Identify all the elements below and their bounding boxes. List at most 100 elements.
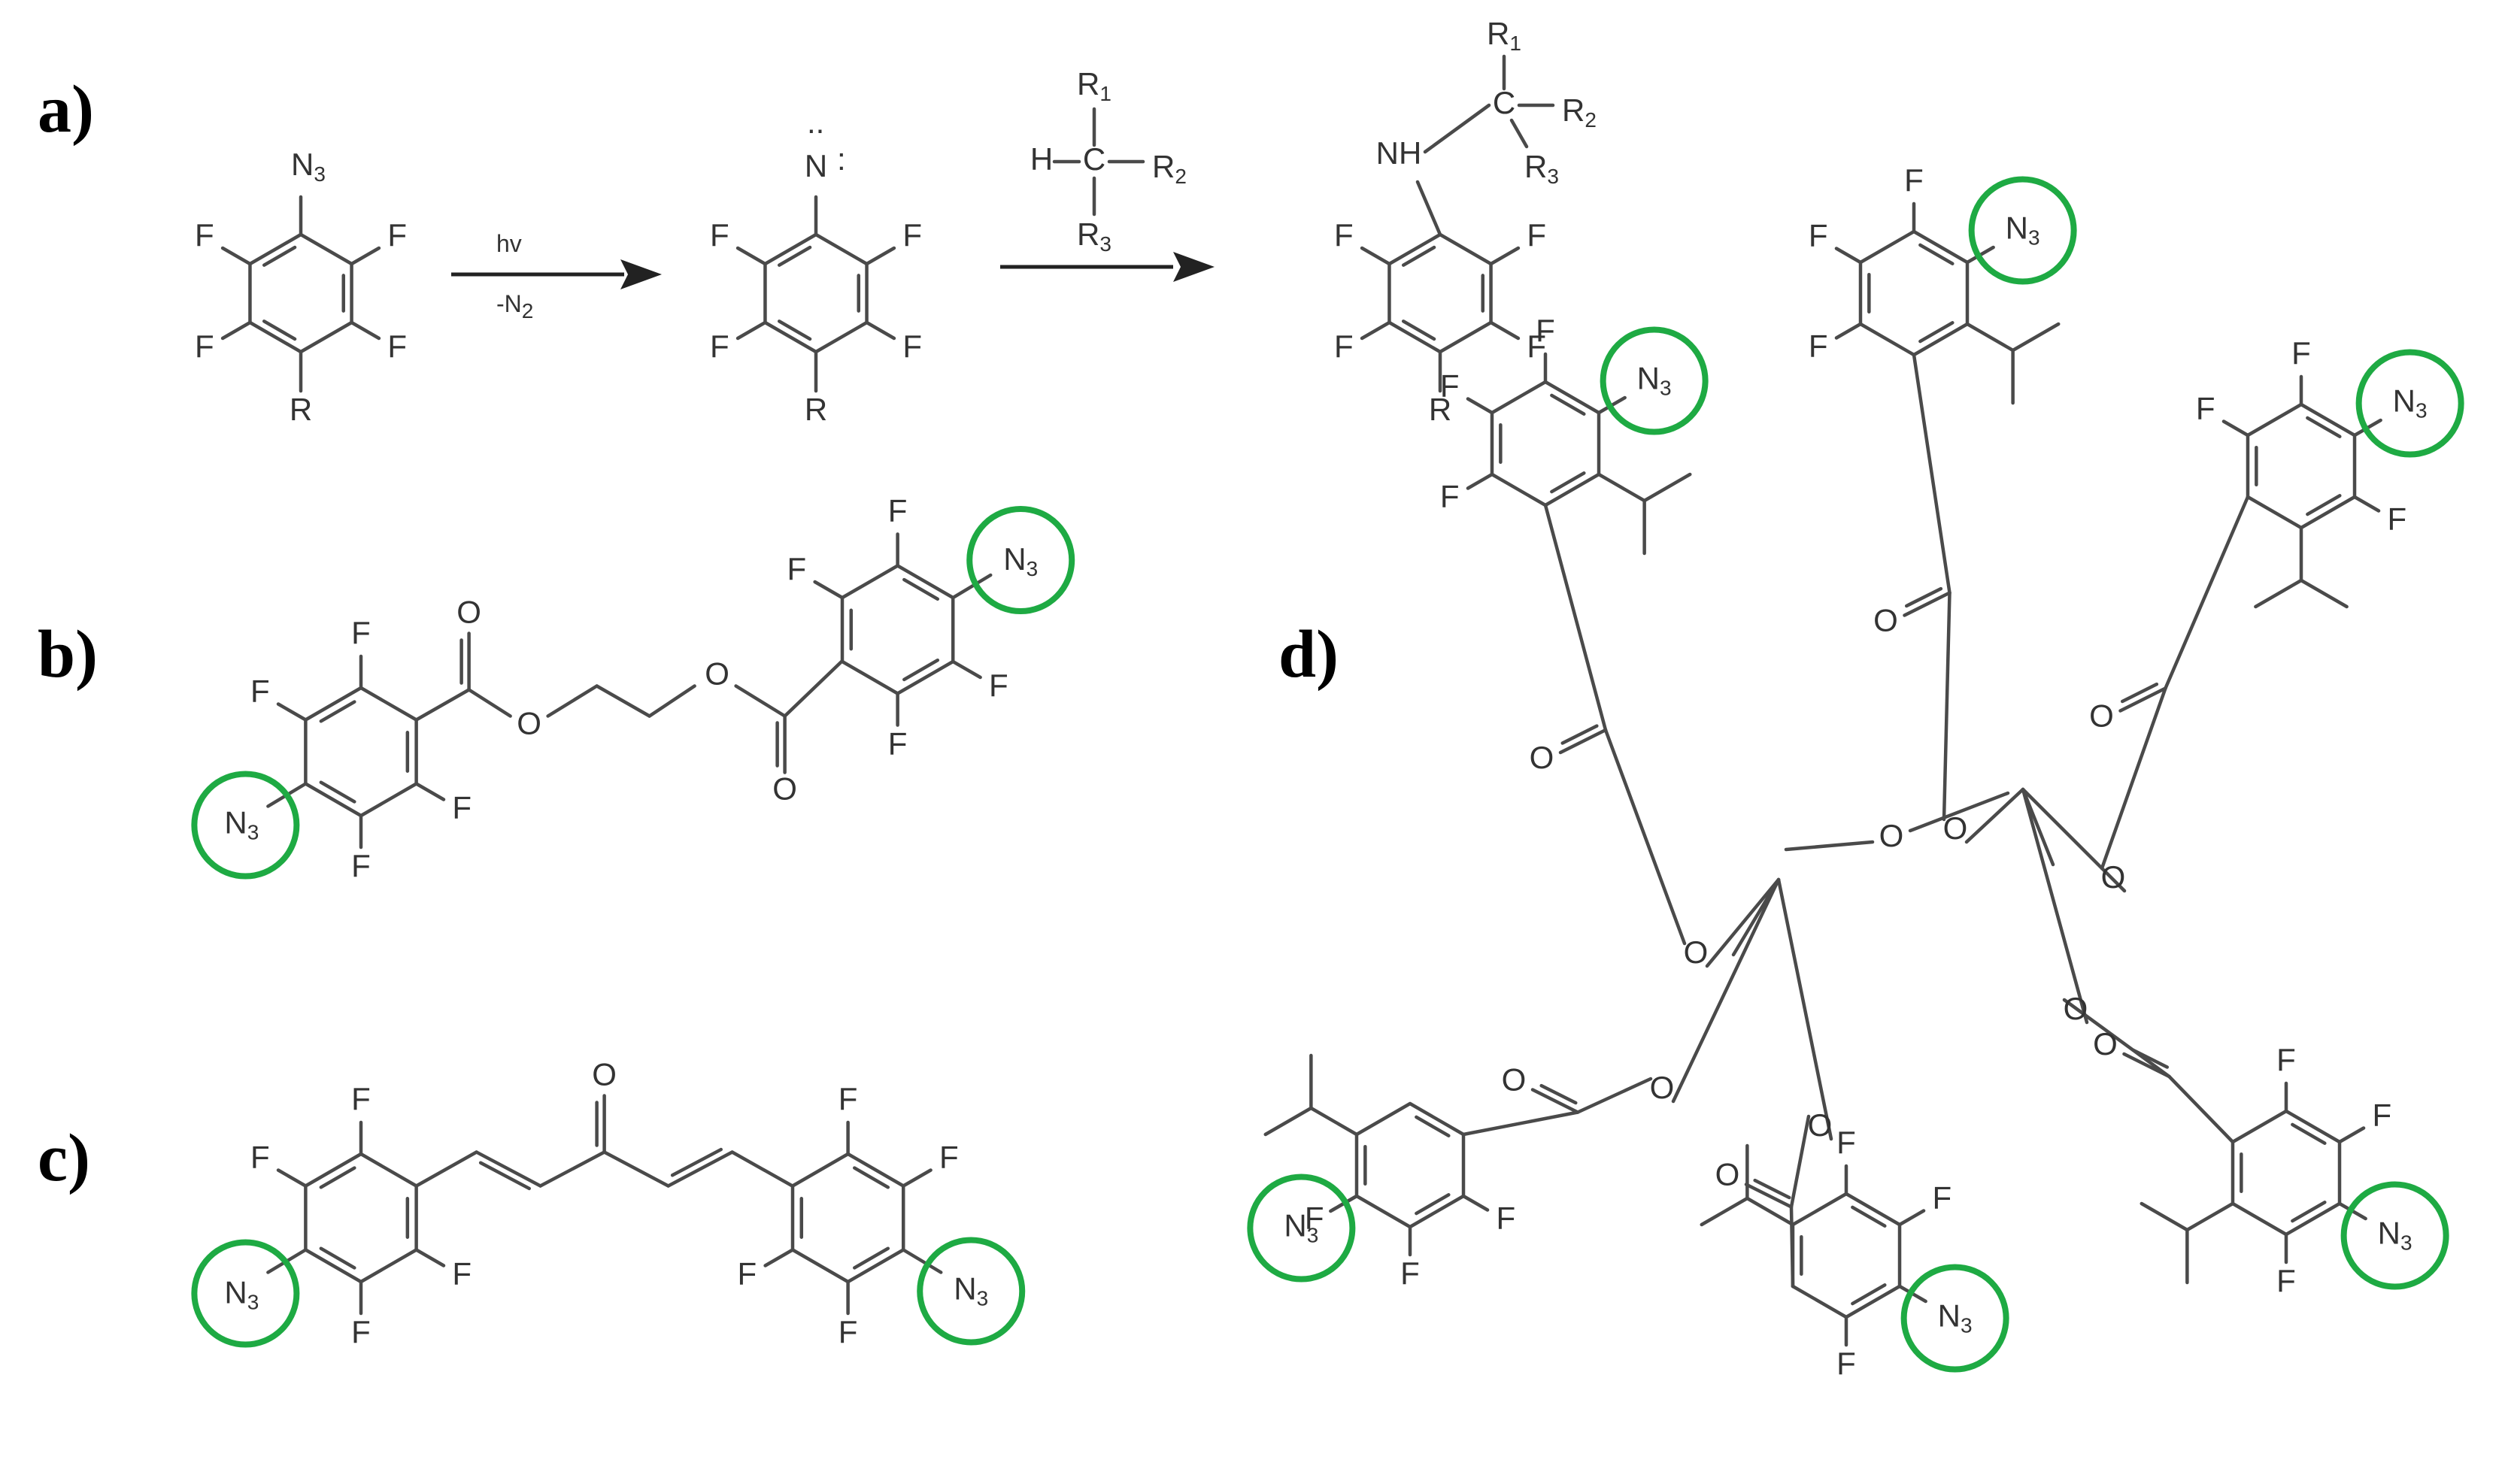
bond bbox=[2164, 495, 2250, 690]
bond bbox=[1965, 322, 2015, 353]
bond bbox=[951, 573, 993, 600]
bond bbox=[467, 688, 512, 718]
bond bbox=[1897, 1209, 1926, 1227]
bond bbox=[1558, 728, 1608, 755]
d-arm-2-ester-o: O bbox=[1943, 810, 1968, 846]
nitrene-f: F bbox=[710, 329, 729, 364]
bond bbox=[840, 659, 899, 695]
bond bbox=[730, 1150, 794, 1188]
bond bbox=[777, 245, 812, 267]
bond bbox=[350, 320, 381, 341]
d-arm-3-ester-o: O bbox=[2101, 859, 2126, 895]
nitrene-f: F bbox=[902, 217, 922, 253]
bond bbox=[1423, 103, 1491, 154]
d-arm-4-f: F bbox=[2276, 1042, 2296, 1077]
bond bbox=[1791, 1192, 1848, 1227]
bond bbox=[304, 782, 363, 818]
nitrene-f: F bbox=[902, 329, 922, 364]
d-arm-5-carbonyl-o: O bbox=[1715, 1157, 1740, 1192]
bond bbox=[1912, 229, 1970, 265]
bond bbox=[299, 232, 353, 266]
bond bbox=[2140, 1201, 2189, 1232]
bond bbox=[1543, 503, 1608, 732]
bond bbox=[2185, 1201, 2235, 1232]
bond bbox=[1851, 1283, 1887, 1306]
bond bbox=[1776, 877, 1833, 1141]
hv-label: hv bbox=[496, 230, 522, 257]
bond bbox=[414, 688, 471, 722]
d-arm-6-ester-o: O bbox=[1650, 1070, 1675, 1105]
d-arm-1-f: F bbox=[1536, 313, 1555, 348]
bond bbox=[1387, 320, 1442, 354]
bond bbox=[2062, 998, 2171, 1079]
bond bbox=[1309, 1106, 1359, 1137]
d-arm-3-f: F bbox=[2387, 501, 2406, 537]
bond bbox=[951, 659, 982, 680]
product-c: C bbox=[1493, 85, 1515, 120]
bond bbox=[2291, 1201, 2327, 1223]
bond bbox=[2231, 1201, 2288, 1237]
bond bbox=[1912, 353, 1952, 595]
d-arm-3-carbonyl-o: O bbox=[2089, 698, 2114, 734]
aryl-azide-f: F bbox=[387, 217, 407, 253]
product-f: F bbox=[1527, 217, 1546, 253]
bond bbox=[814, 232, 869, 266]
bond bbox=[1354, 1101, 1412, 1137]
bond bbox=[299, 320, 353, 354]
bond bbox=[1408, 1101, 1466, 1137]
bond bbox=[1942, 591, 1952, 822]
bond bbox=[1461, 1110, 1580, 1137]
bond bbox=[1744, 1183, 1794, 1209]
d-arm-4-f: F bbox=[2276, 1263, 2296, 1298]
bond bbox=[414, 1150, 478, 1188]
d-arm-4-azide: N3 bbox=[2378, 1216, 2412, 1255]
bond bbox=[2118, 686, 2167, 713]
d-arm-1-azide: N3 bbox=[1637, 361, 1672, 400]
bond bbox=[1858, 322, 1916, 357]
bond bbox=[735, 246, 767, 266]
d-arm-5-f: F bbox=[1836, 1346, 1856, 1381]
nitrene-dots: .. bbox=[807, 104, 824, 140]
d-arm-1-carbonyl-o: O bbox=[1530, 740, 1554, 775]
b-left-f: F bbox=[452, 790, 472, 825]
d-arm-4-ester-o: O bbox=[2064, 991, 2088, 1026]
bond bbox=[1461, 1194, 1490, 1212]
azide-highlight-circle bbox=[966, 506, 1075, 614]
bond bbox=[304, 686, 363, 722]
bond bbox=[1360, 320, 1391, 341]
d-arm-4-carbonyl-o: O bbox=[2093, 1026, 2118, 1062]
bond bbox=[1354, 1194, 1412, 1229]
bond bbox=[1597, 472, 1646, 503]
product-f: F bbox=[1334, 329, 1354, 364]
bond bbox=[846, 1152, 905, 1188]
d-arm-2-f: F bbox=[1809, 329, 1828, 364]
bond bbox=[790, 1248, 850, 1284]
bond bbox=[865, 246, 896, 266]
bond bbox=[763, 320, 818, 354]
d-arm-2-f: F bbox=[1809, 218, 1828, 253]
b-right-f: F bbox=[888, 493, 908, 528]
bond bbox=[763, 1248, 795, 1267]
azide-highlight-circle bbox=[191, 1239, 300, 1348]
bond bbox=[2284, 1201, 2342, 1237]
bond bbox=[901, 1248, 943, 1274]
azide-highlight-layer bbox=[191, 176, 2464, 1373]
bond bbox=[1466, 472, 1494, 490]
d-arm-3-f: F bbox=[2196, 391, 2215, 426]
bond bbox=[1904, 586, 1943, 608]
bond bbox=[276, 702, 308, 722]
bond bbox=[2246, 402, 2303, 438]
bond bbox=[1671, 877, 1781, 1104]
bond bbox=[248, 232, 303, 266]
bond bbox=[1753, 1178, 1791, 1200]
bond bbox=[319, 1166, 356, 1189]
b-right-f: F bbox=[787, 551, 807, 586]
bond bbox=[734, 684, 787, 718]
bond bbox=[1731, 877, 1781, 957]
reagent-c: C bbox=[1083, 141, 1105, 177]
bond bbox=[359, 1152, 418, 1188]
b-right-azide: N3 bbox=[1003, 541, 1038, 580]
reaction-arrow-insertion bbox=[1000, 252, 1215, 282]
